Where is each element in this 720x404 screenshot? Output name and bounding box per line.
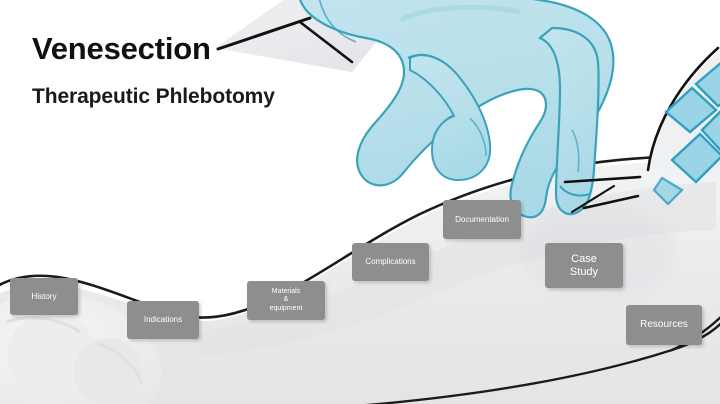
glove-knuckle-shade bbox=[398, 4, 521, 23]
forearm-group bbox=[0, 155, 720, 404]
finger-crease-2 bbox=[97, 342, 144, 385]
patient-fist-group bbox=[0, 293, 162, 404]
nav-button-label: Documentation bbox=[455, 214, 509, 224]
glove-index-finger bbox=[537, 26, 600, 216]
nav-button-label: Complications bbox=[365, 257, 416, 267]
forearm-bottom-outline bbox=[365, 322, 720, 404]
nav-button-label: Resources bbox=[640, 319, 688, 331]
glove-crease-1 bbox=[318, 0, 357, 43]
gloved-hand-group bbox=[299, 0, 615, 219]
glove-cuff-edge-2 bbox=[298, 20, 354, 64]
nav-button-materials[interactable]: Materials&equipment bbox=[247, 281, 325, 320]
patterned-glove-outline bbox=[646, 46, 720, 172]
glove-thumb-fill bbox=[409, 54, 492, 182]
nav-button-label: Case bbox=[571, 252, 597, 265]
needle-tip bbox=[582, 194, 640, 210]
title-block: Venesection Therapeutic Phlebotomy bbox=[32, 31, 275, 109]
finger-crease-1 bbox=[5, 316, 81, 334]
nav-button-label: History bbox=[31, 291, 57, 301]
page-title: Venesection bbox=[32, 31, 211, 66]
knuckle-2 bbox=[74, 338, 142, 404]
patterned-glove-tiles bbox=[652, 62, 720, 206]
nav-button-history[interactable]: History bbox=[10, 278, 78, 315]
needle-hub bbox=[570, 184, 616, 214]
nav-button-label: & bbox=[283, 296, 289, 304]
nav-button-resources[interactable]: Resources bbox=[626, 305, 702, 345]
needle-group bbox=[563, 175, 642, 214]
glove-index-fingertip bbox=[559, 185, 591, 197]
patterned-glove-group bbox=[646, 46, 720, 206]
glove-crease-3 bbox=[571, 129, 580, 173]
needle-shaft bbox=[563, 175, 642, 184]
glove-crease-2 bbox=[469, 117, 487, 157]
nav-button-label: equipment bbox=[269, 304, 303, 312]
page-subtitle: Therapeutic Phlebotomy bbox=[32, 85, 275, 109]
nav-button-label: Materials bbox=[271, 288, 301, 296]
nav-button-complications[interactable]: Complications bbox=[352, 243, 429, 281]
knuckle-1 bbox=[8, 312, 96, 400]
nav-button-label: Study bbox=[569, 265, 599, 278]
nav-button-indications[interactable]: Indications bbox=[127, 301, 199, 339]
nav-button-label: Indications bbox=[143, 315, 183, 325]
nav-button-documentation[interactable]: Documentation bbox=[443, 200, 521, 239]
glove-cuff-edge bbox=[216, 16, 312, 51]
